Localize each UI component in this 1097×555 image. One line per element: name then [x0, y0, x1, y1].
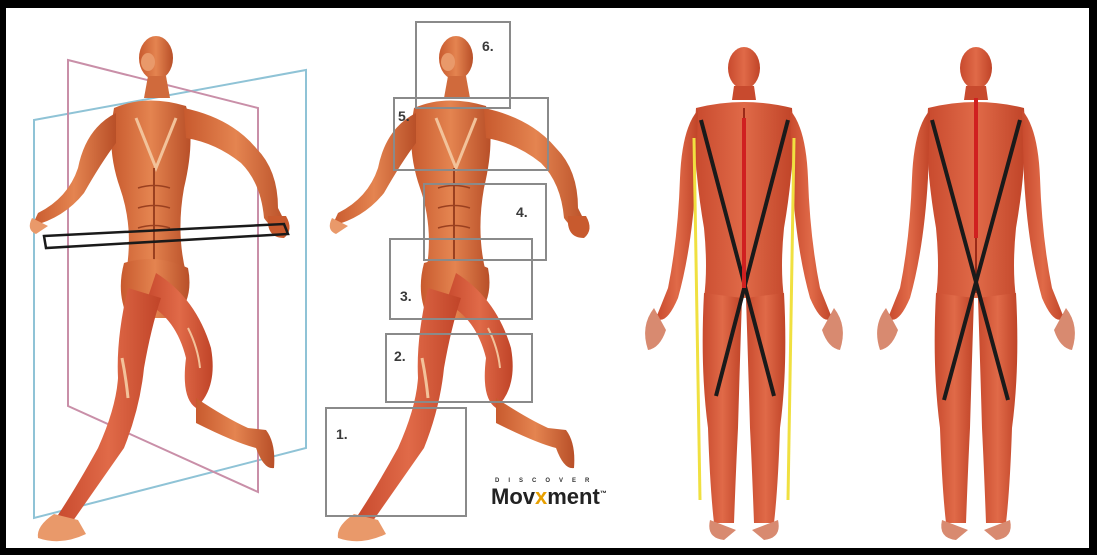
body-front-panel [645, 47, 843, 540]
anatomy-figure: 6. 5. 4. 3. 2. 1. DISCOVER Movxment™ [6, 8, 1089, 548]
logo-x-mark: x [535, 484, 547, 509]
segment-label-2: 2. [394, 348, 406, 364]
logo-trademark: ™ [600, 491, 607, 498]
segment-label-6: 6. [482, 38, 494, 54]
logo-main-text: Movxment™ [491, 484, 607, 510]
segment-label-1: 1. [336, 426, 348, 442]
body-back-panel [877, 47, 1075, 540]
running-segments-panel [326, 22, 590, 541]
segment-label-3: 3. [400, 288, 412, 304]
logo-main-before: Mov [491, 484, 535, 509]
discover-movement-logo: DISCOVER Movxment™ [491, 478, 661, 518]
running-planes-panel [30, 36, 306, 541]
logo-main-after: ment [547, 484, 600, 509]
anatomy-illustration [6, 8, 1089, 548]
segment-label-5: 5. [398, 108, 410, 124]
segment-label-4: 4. [516, 204, 528, 220]
